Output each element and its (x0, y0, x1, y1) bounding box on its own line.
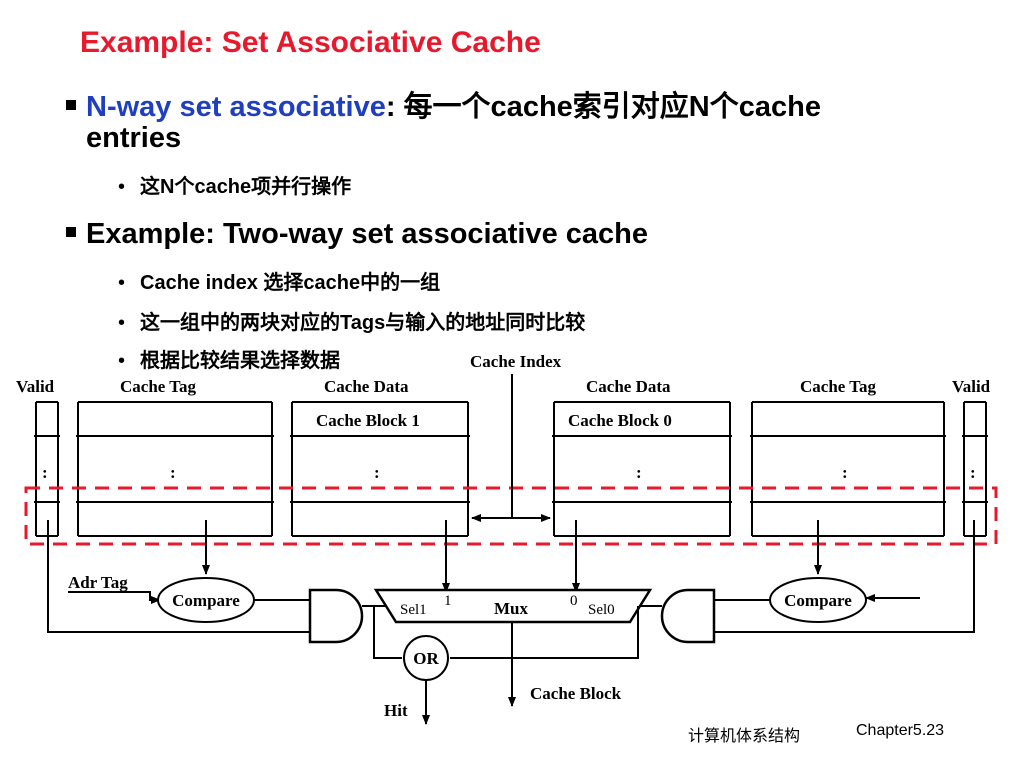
bullet-twoway: Example: Two-way set associative cache (66, 218, 648, 251)
footer-course: 计算机体系结构 (688, 728, 801, 745)
and-left-to-or (373, 606, 402, 659)
valid-left-label: Valid (16, 377, 55, 396)
tag-left-ellipsis: : (170, 463, 176, 482)
valid-left-ellipsis: : (42, 463, 48, 482)
data-left-ellipsis: : (374, 463, 380, 482)
cache-block-0-label: Cache Block 0 (568, 411, 672, 430)
adr-tag-line-left (68, 591, 161, 604)
cache-tag-column-left (76, 401, 274, 537)
cache-data-left-label: Cache Data (324, 377, 409, 396)
valid-right-ellipsis: : (970, 463, 976, 482)
cache-data-right-label: Cache Data (586, 377, 671, 396)
data-right-ellipsis: : (636, 463, 642, 482)
sel1-label: Sel1 (400, 602, 427, 618)
mux-label: Mux (494, 599, 529, 618)
bullet-nway-text: 每一个cache索引对应N个cache (395, 91, 821, 123)
adr-tag-label: Adr Tag (68, 573, 128, 592)
sub-bullet-index: • Cache index 选择cache中的一组 (118, 266, 440, 295)
valid-right-label: Valid (952, 377, 991, 396)
dot-bullet-icon: • (118, 272, 126, 294)
compare-right-label: Compare (784, 591, 852, 610)
cache-tag-right-label: Cache Tag (800, 377, 877, 396)
footer-chapter: Chapter5.23 (856, 722, 945, 739)
cache-data-column-right (552, 401, 732, 537)
sel0-label: Sel0 (588, 602, 615, 618)
sub-bullet-tags: • 这一组中的两块对应的Tags与输入的地址同时比较 (118, 306, 585, 335)
bullet-twoway-text: Example: Two-way set associative cache (86, 218, 649, 250)
mux-input-1-label: 1 (444, 593, 452, 609)
tag-right-ellipsis: : (842, 463, 848, 482)
bullet-nway: N-way set associative: 每一个cache索引对应N个cac… (66, 92, 966, 154)
cache-tag-left-label: Cache Tag (120, 377, 197, 396)
or-label: OR (413, 649, 439, 668)
bullet-nway-colon: : (385, 91, 396, 123)
sub-bullet-select-text: 根据比较结果选择数据 (140, 350, 340, 372)
compare-left-label: Compare (172, 591, 240, 610)
sub-bullet-index-text: Cache index 选择cache中的一组 (140, 272, 441, 294)
sub-bullet-tags-text: 这一组中的两块对应的Tags与输入的地址同时比较 (140, 312, 586, 334)
bullet-nway-continuation: entries (86, 122, 182, 154)
valid-left-to-and (47, 520, 310, 633)
square-bullet-icon (66, 100, 76, 111)
mux-box (373, 588, 653, 624)
sub-bullet-parallel: • 这N个cache项并行操作 (118, 170, 351, 199)
dot-bullet-icon: • (118, 350, 126, 372)
hit-label: Hit (384, 701, 408, 720)
cache-tag-column-right (750, 401, 946, 537)
and-gate-left (308, 588, 364, 644)
sub-bullet-select: • 根据比较结果选择数据 (118, 344, 340, 373)
sub-bullet-parallel-text: 这N个cache项并行操作 (140, 176, 352, 198)
cache-data-column-left (290, 401, 470, 537)
dot-bullet-icon: • (118, 312, 126, 334)
cache-block-output-label: Cache Block (530, 684, 622, 703)
valid-right-to-and (714, 520, 975, 633)
dot-bullet-icon: • (118, 176, 126, 198)
square-bullet-icon (66, 227, 76, 238)
cache-block-1-label: Cache Block 1 (316, 411, 420, 430)
bullet-nway-keyword: N-way set associative (86, 91, 386, 123)
page-title: Example: Set Associative Cache (80, 26, 541, 59)
and-gate-right (660, 588, 716, 644)
mux-input-0-label: 0 (570, 593, 578, 609)
cache-index-label: Cache Index (470, 352, 562, 371)
